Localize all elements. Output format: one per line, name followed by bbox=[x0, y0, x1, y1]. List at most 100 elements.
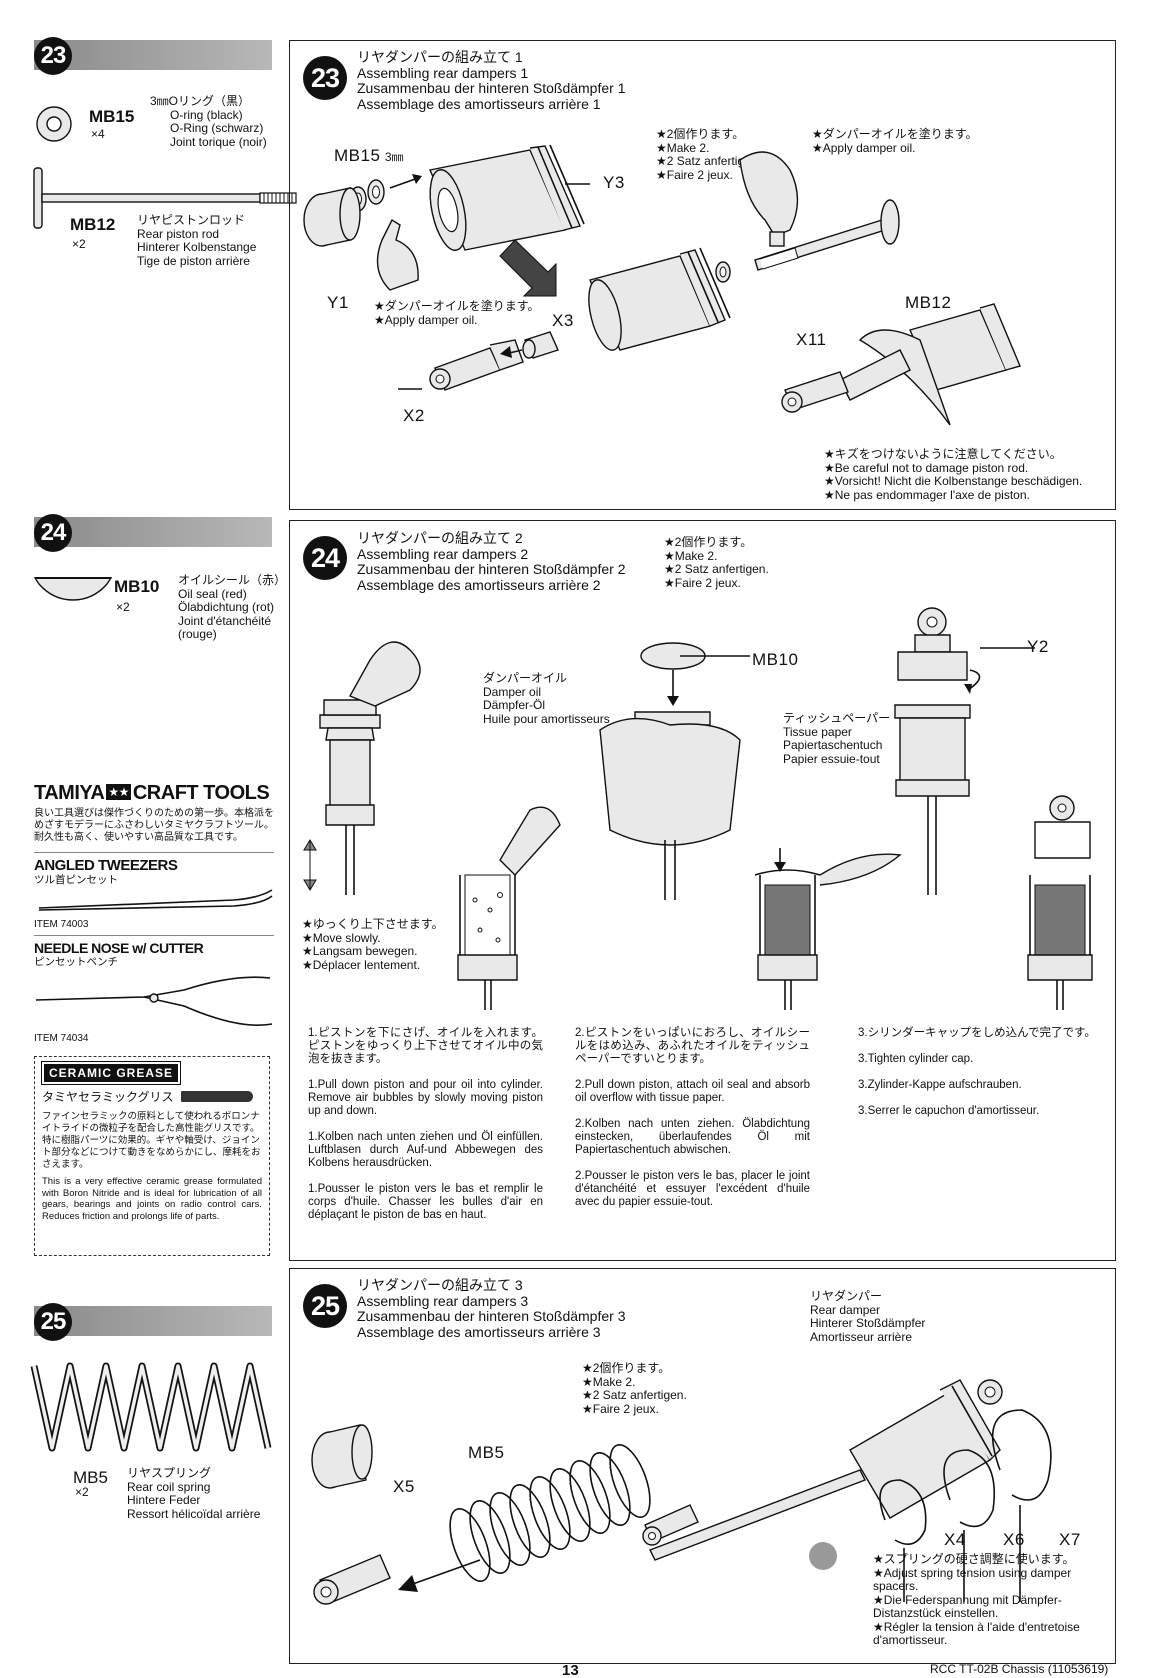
grease-name-row: タミヤセラミックグリス bbox=[42, 1088, 262, 1106]
part-desc-line: Hinterer Kolbenstange bbox=[137, 240, 257, 254]
tool-2-item: ITEM 74034 bbox=[34, 1032, 89, 1044]
tool-2-name: NEEDLE NOSE w/ CUTTER bbox=[34, 940, 204, 956]
note-line: ★Régler la tension à l'aide d'entretoise… bbox=[873, 1619, 1080, 1647]
step-23-careful-note: ★キズをつけないように注意してください。 ★Be careful not to … bbox=[824, 447, 1082, 502]
label-y2: Y2 bbox=[1027, 637, 1049, 656]
note-line: ★2個作ります。 bbox=[582, 1361, 671, 1375]
adjust-spring-note: ★スプリングの硬さ調整に使います。 ★Adjust spring tension… bbox=[873, 1552, 1101, 1648]
note-line: ★Ne pas endommager l'axe de piston. bbox=[824, 487, 1030, 502]
part-mb5-qty: ×2 bbox=[75, 1485, 89, 1499]
note-line: ★Make 2. bbox=[664, 548, 718, 563]
step-23-exploded-diagram bbox=[303, 144, 1021, 426]
part-desc-line: Joint torique (noir) bbox=[170, 134, 267, 149]
part-desc-line: Ressort hélicoïdal arrière bbox=[127, 1506, 261, 1521]
tool-1-name: ANGLED TWEEZERS bbox=[34, 857, 178, 874]
damper-oil-label: ダンパーオイル Damper oil Dämpfer-Öl Huile pour… bbox=[483, 671, 610, 726]
step-23-oil-top-note: ★ダンパーオイルを塗ります。 ★Apply damper oil. bbox=[812, 127, 978, 155]
tool-1-jp: ツル首ピンセット bbox=[34, 874, 118, 886]
move-slowly-note: ★ゆっくり上下させます。 ★Move slowly. ★Langsam bewe… bbox=[302, 917, 444, 972]
ad-divider bbox=[34, 852, 274, 853]
grease-desc-jp: ファインセラミックの原料として使われるボロンナイトライドの微粒子を配合した高性能… bbox=[42, 1111, 261, 1170]
title-line: Assembling rear dampers 3 bbox=[357, 1292, 529, 1309]
label-x4: X4 bbox=[944, 1530, 966, 1549]
step-24-title-badge: 24 bbox=[303, 536, 347, 580]
note-line: ★2 Satz anfertigen. bbox=[656, 154, 761, 168]
label-y1: Y1 bbox=[327, 293, 349, 312]
label-line: Huile pour amortisseurs bbox=[483, 711, 610, 726]
part-mb10-desc: オイルシール（赤） Oil seal (red) Ölabdichtung (r… bbox=[178, 573, 286, 642]
part-mb5-desc: リヤスプリング Rear coil spring Hintere Feder R… bbox=[127, 1466, 261, 1521]
step-25-diagram bbox=[311, 1379, 1052, 1605]
label-x3: X3 bbox=[552, 311, 574, 330]
label-x2: X2 bbox=[403, 406, 425, 425]
part-desc-line: 3㎜Oリング（黒） bbox=[150, 94, 251, 108]
part-mb15-qty: ×4 bbox=[91, 127, 105, 141]
label-mb12: MB12 bbox=[905, 293, 952, 312]
needle-nose-pliers-icon bbox=[35, 975, 273, 1026]
step-24-diagram bbox=[303, 607, 1093, 1010]
step-23-frame bbox=[289, 40, 1116, 510]
label-x6: X6 bbox=[1003, 1530, 1025, 1549]
coil-spring-icon bbox=[30, 1362, 272, 1452]
part-desc-line: リヤピストンロッド bbox=[137, 213, 246, 227]
step-25-frame bbox=[289, 1268, 1116, 1664]
label-line: Papier essuie-tout bbox=[783, 751, 880, 766]
grease-tube-icon bbox=[180, 1091, 253, 1102]
label-line: Rear damper bbox=[810, 1302, 881, 1317]
instruction-3: 3.シリンダーキャップをしめ込んで完了です。 3.Tighten cylinde… bbox=[858, 1027, 1108, 1131]
note-line: ★Déplacer lentement. bbox=[302, 957, 421, 972]
title-line: リヤダンパーの組み立て 1 bbox=[357, 49, 523, 65]
ad-header: TAMIYA★★CRAFT TOOLS bbox=[34, 782, 274, 805]
oil-seal-icon bbox=[33, 577, 113, 601]
step-25-bar bbox=[34, 1306, 272, 1336]
part-desc-line: Hintere Feder bbox=[127, 1493, 201, 1507]
part-mb10-qty: ×2 bbox=[116, 600, 130, 614]
note-line: ★Be careful not to damage piston rod. bbox=[824, 460, 1029, 475]
ceramic-grease-ad: CERAMIC GREASE タミヤセラミックグリス ファインセラミックの原料と… bbox=[34, 1056, 270, 1256]
note-line: ★キズをつけないように注意してください。 bbox=[824, 447, 1062, 461]
part-desc-line: (rouge) bbox=[178, 627, 217, 641]
instruction-text: 1.Kolben nach unten ziehen und Öl einfül… bbox=[308, 1131, 543, 1169]
label-line: Hinterer Stoßdämpfer bbox=[810, 1316, 926, 1330]
instruction-text: 3.Serrer le capuchon d'amortisseur. bbox=[858, 1105, 1040, 1117]
part-desc-line: O-ring (black) bbox=[170, 107, 243, 122]
instruction-text: 2.Pousser le piston vers le bas, placer … bbox=[575, 1170, 810, 1208]
label-line: Dämpfer-Öl bbox=[483, 698, 546, 712]
step-23-title: リヤダンパーの組み立て 1 Assembling rear dampers 1 … bbox=[357, 49, 626, 112]
ceramic-grease-logo: CERAMIC GREASE bbox=[40, 1061, 182, 1085]
note-line: ★Faire 2 jeux. bbox=[582, 1401, 659, 1416]
instruction-text: 3.Zylinder-Kappe aufschrauben. bbox=[858, 1079, 1022, 1091]
note-line: ★2 Satz anfertigen. bbox=[664, 562, 769, 576]
ad-tagline: 良い工具選びは傑作づくりのための第一歩。本格派をめざすモデラーにふさわしいタミヤ… bbox=[34, 808, 274, 843]
ad-divider bbox=[34, 935, 274, 936]
instruction-text: 2.Kolben nach unten ziehen. Ölabdichtung… bbox=[575, 1118, 810, 1156]
step-25-make-note: ★2個作ります。 ★Make 2. ★2 Satz anfertigen. ★F… bbox=[582, 1361, 687, 1416]
title-line: リヤダンパーの組み立て 3 bbox=[357, 1277, 523, 1293]
part-mb12-qty: ×2 bbox=[72, 237, 86, 251]
rear-damper-label: リヤダンパー Rear damper Hinterer Stoßdämpfer … bbox=[810, 1289, 926, 1344]
step-24-make-note: ★2個作ります。 ★Make 2. ★2 Satz anfertigen. ★F… bbox=[664, 535, 769, 590]
step-23-badge: 23 bbox=[34, 37, 72, 75]
title-line: Assembling rear dampers 2 bbox=[357, 545, 529, 562]
instruction-1: 1.ピストンを下にさげ、オイルを入れます。ピストンをゆっくり上下させてオイル中の… bbox=[308, 1027, 543, 1235]
piston-rod-icon bbox=[33, 167, 297, 229]
step-23-oil-left-note: ★ダンパーオイルを塗ります。 ★Apply damper oil. bbox=[374, 299, 540, 327]
title-line: Assemblage des amortisseurs arrière 1 bbox=[357, 95, 601, 112]
tool-1-item: ITEM 74003 bbox=[34, 918, 89, 930]
label-line: Amortisseur arrière bbox=[810, 1329, 913, 1344]
part-desc-line: Ölabdichtung (rot) bbox=[178, 600, 275, 614]
part-desc-line: O-Ring (schwarz) bbox=[170, 121, 264, 135]
note-line: ★Langsam bewegen. bbox=[302, 944, 418, 958]
step-25-title-badge: 25 bbox=[303, 1284, 347, 1328]
instruction-text: 2.Pull down piston, attach oil seal and … bbox=[575, 1079, 810, 1104]
part-desc-line: Rear coil spring bbox=[127, 1479, 211, 1494]
instruction-text: 1.Pousser le piston vers le bas et rempl… bbox=[308, 1183, 543, 1221]
part-desc-line: Oil seal (red) bbox=[178, 586, 247, 601]
note-line: ★Make 2. bbox=[656, 140, 710, 155]
step-23-title-badge: 23 bbox=[303, 56, 347, 100]
spring-coils bbox=[449, 1444, 651, 1582]
note-line: ★Die Federspannung mit Dämpfer-Distanzst… bbox=[873, 1592, 1062, 1620]
part-desc-line: Rear piston rod bbox=[137, 226, 220, 241]
title-line: Zusammenbau der hinteren Stoßdämpfer 1 bbox=[357, 80, 626, 96]
note-line: ★2 Satz anfertigen. bbox=[582, 1388, 687, 1402]
